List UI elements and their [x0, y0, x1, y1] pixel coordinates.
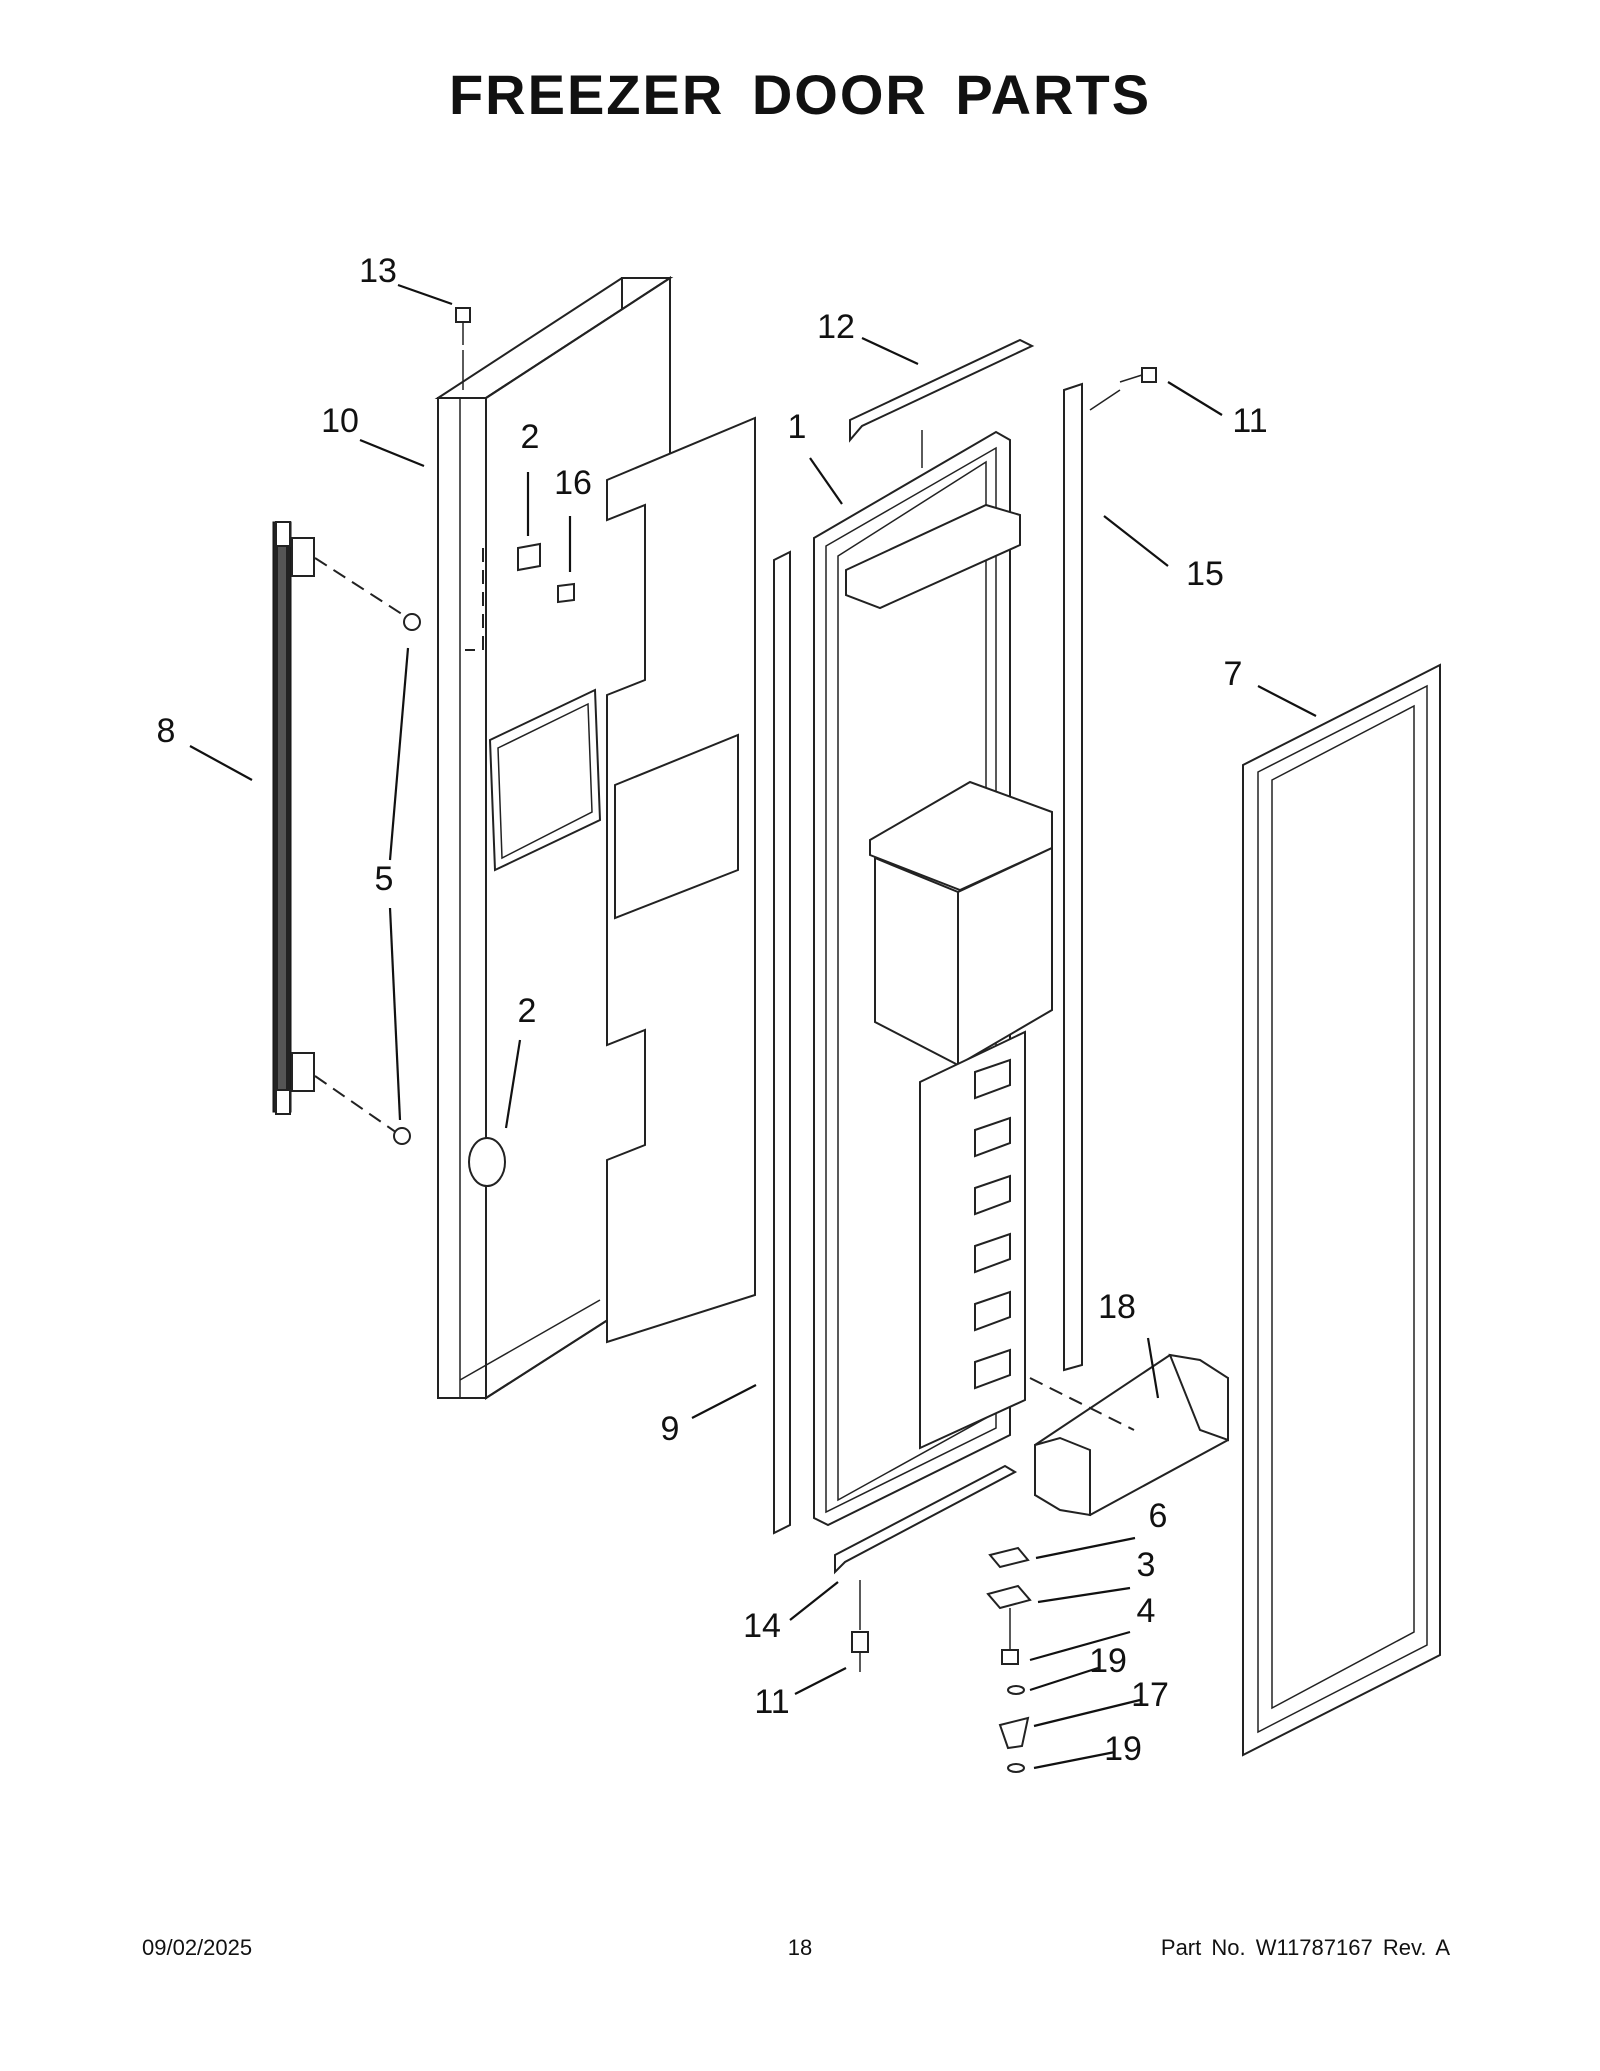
- callout-c15: 15: [1186, 555, 1224, 593]
- callout-c3: 3: [1137, 1546, 1156, 1584]
- inner-door-liner: [813, 430, 1053, 1527]
- insulation-panel: [606, 416, 756, 1344]
- callout-c10: 10: [321, 402, 359, 440]
- screw-13: [455, 307, 471, 345]
- leader-arrows: [189, 283, 1317, 1770]
- callout-c13a: 13: [359, 252, 397, 290]
- callout-c16: 16: [554, 464, 592, 502]
- page-title: FREEZER DOOR PARTS: [448, 63, 1152, 126]
- side-trim-strip: [1063, 382, 1083, 1372]
- callout-c8: 8: [157, 712, 176, 750]
- footer-part-number: Part No. W11787167 Rev. A: [1160, 1935, 1450, 1960]
- callout-c4: 4: [1137, 1592, 1156, 1630]
- door-shelf-bin: [1034, 1353, 1229, 1517]
- callout-c17: 17: [1131, 1676, 1169, 1714]
- callout-c5: 5: [375, 860, 394, 898]
- callout-c19b: 19: [1104, 1730, 1142, 1768]
- hinge-assembly: [986, 1546, 1032, 1773]
- footer-date: 09/02/2025: [142, 1935, 253, 1960]
- callout-c19a: 19: [1089, 1642, 1127, 1680]
- callout-c11a: 11: [1232, 402, 1267, 440]
- callout-c18: 18: [1098, 1288, 1136, 1326]
- callout-c14: 14: [743, 1607, 781, 1645]
- callout-c12: 12: [817, 308, 855, 346]
- callout-c2a: 2: [521, 418, 540, 456]
- callout-c7: 7: [1224, 655, 1243, 693]
- door-trim-frame: [1242, 663, 1441, 1757]
- bottom-bracket: [834, 1464, 1018, 1575]
- top-bracket: [849, 338, 1035, 443]
- callout-c9: 9: [661, 1410, 680, 1448]
- footer-page-number: 18: [787, 1935, 813, 1960]
- callout-c6: 6: [1149, 1497, 1168, 1535]
- gasket-strip: [773, 550, 791, 1535]
- ice-chute-fins: [974, 1058, 1011, 1390]
- door-handle: [272, 521, 315, 1115]
- callout-c1: 1: [788, 408, 807, 446]
- callout-c11b: 11: [754, 1683, 789, 1721]
- callout-c2b: 2: [518, 992, 537, 1030]
